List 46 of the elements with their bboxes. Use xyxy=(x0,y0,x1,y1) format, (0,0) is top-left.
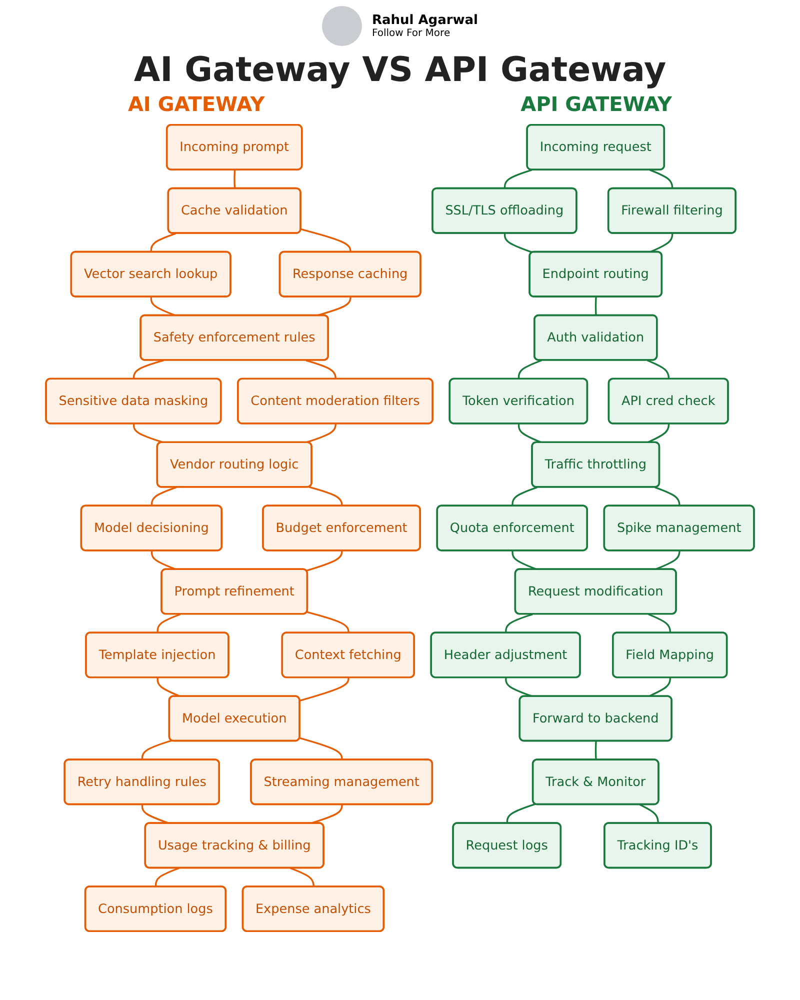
connector xyxy=(300,737,343,760)
connector xyxy=(156,613,181,634)
connector xyxy=(648,613,672,634)
connector xyxy=(518,360,542,380)
author-name: Rahul Agarwal xyxy=(372,13,478,28)
connector xyxy=(290,867,314,887)
connector xyxy=(648,678,672,698)
section-heading: API GATEWAY xyxy=(520,92,672,116)
connector xyxy=(306,424,337,444)
connector xyxy=(141,740,172,760)
author-tagline: Follow For More xyxy=(372,28,452,39)
connector xyxy=(132,424,164,444)
connector xyxy=(306,611,350,634)
connector xyxy=(150,486,177,506)
connector xyxy=(234,170,236,189)
connector xyxy=(150,296,176,316)
connector xyxy=(150,550,177,570)
connector xyxy=(650,169,674,189)
connector xyxy=(150,232,176,252)
connector xyxy=(654,486,680,506)
connector xyxy=(646,360,670,380)
connector xyxy=(300,228,352,252)
connector xyxy=(505,613,533,634)
connector xyxy=(306,360,337,380)
connector xyxy=(518,424,542,444)
connector xyxy=(654,550,680,570)
connector xyxy=(300,678,350,702)
connector xyxy=(512,486,538,506)
connector xyxy=(316,296,352,316)
connector xyxy=(512,550,538,570)
title: AI Gateway VS API Gateway xyxy=(132,50,668,90)
section-heading: AI GATEWAY xyxy=(128,92,265,116)
connector xyxy=(594,296,597,316)
connector xyxy=(132,360,164,380)
connector xyxy=(650,233,674,253)
connector xyxy=(309,486,343,506)
connector xyxy=(154,867,180,887)
connector xyxy=(504,233,533,254)
connector xyxy=(506,803,536,824)
connector xyxy=(646,424,670,444)
connector xyxy=(505,678,533,698)
connector xyxy=(639,804,659,824)
connector xyxy=(594,741,597,760)
connector xyxy=(306,550,343,572)
connector xyxy=(156,678,181,698)
connector xyxy=(504,169,532,189)
